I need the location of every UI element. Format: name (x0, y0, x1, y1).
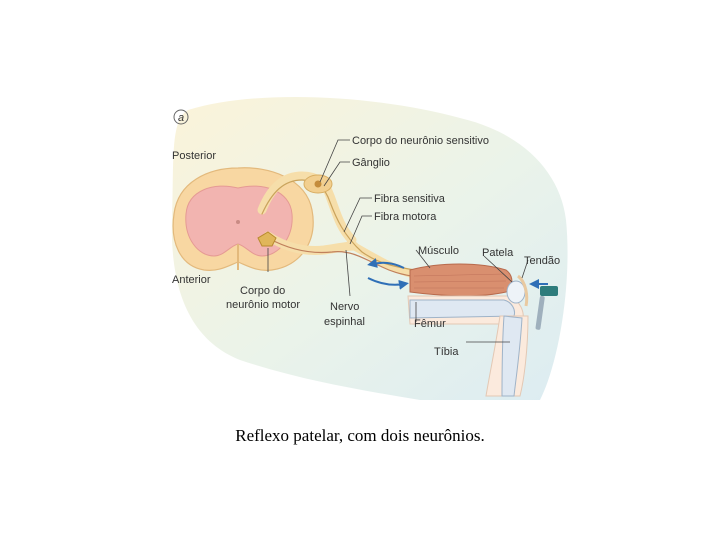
central-canal (236, 220, 240, 224)
label-femur: Fêmur (414, 318, 446, 330)
figure-caption: Reflexo patelar, com dois neurônios. (0, 426, 720, 446)
label-patella: Patela (482, 247, 514, 259)
label-sensory-fiber: Fibra sensitiva (374, 193, 446, 205)
label-posterior: Posterior (172, 150, 216, 162)
label-spinal-nerve-line2: espinhal (324, 316, 365, 328)
spinal-cord (173, 168, 313, 271)
label-ganglion: Gânglio (352, 157, 390, 169)
label-muscle: Músculo (418, 245, 459, 257)
label-tendon: Tendão (524, 255, 560, 267)
label-motor-neuron-body-line2: neurônio motor (226, 299, 300, 311)
label-anterior: Anterior (172, 274, 211, 286)
hammer-head (540, 286, 558, 296)
label-sensory-neuron-body: Corpo do neurônio sensitivo (352, 135, 489, 147)
label-motor-neuron-body-line1: Corpo do (240, 285, 285, 297)
patella-bone (507, 281, 525, 303)
panel-label: a (178, 112, 184, 124)
label-motor-fiber: Fibra motora (374, 211, 437, 223)
label-tibia: Tíbia (434, 346, 459, 358)
label-spinal-nerve-line1: Nervo (330, 301, 359, 313)
femur-bone (410, 300, 515, 318)
quadriceps-muscle (410, 264, 512, 296)
